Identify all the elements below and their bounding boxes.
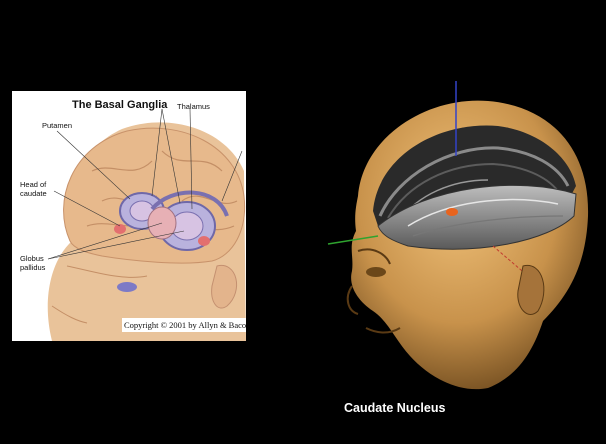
label-thalamus: Thalamus: [177, 103, 210, 112]
render-caption: Caudate Nucleus: [344, 401, 445, 415]
mri-head-render: [318, 76, 606, 396]
illustration-title: The Basal Ganglia: [72, 99, 167, 111]
label-globus-line2: pallidus: [20, 264, 45, 273]
label-head-of-caudate-line2: caudate: [20, 190, 47, 199]
copyright-notice: Copyright © 2001 by Allyn & Baco: [122, 318, 246, 332]
mri-head-drawing: [318, 76, 606, 396]
label-putamen: Putamen: [42, 122, 72, 131]
basal-ganglia-illustration: The Basal Ganglia Thalamus Putamen Head …: [12, 91, 246, 341]
